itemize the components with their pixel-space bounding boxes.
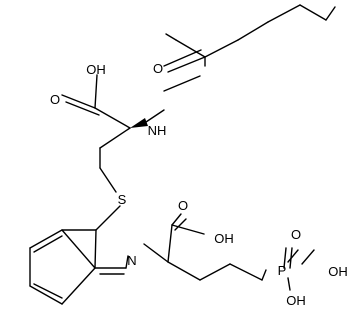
phosphono-chain [143, 213, 315, 291]
amide-nh-label: NH [148, 123, 167, 138]
isoindole-ring [29, 205, 129, 305]
pentanoyl-group [175, 4, 336, 58]
chain-acid-oh-label: OH [214, 231, 234, 246]
cysteine-backbone [61, 74, 165, 193]
cys-acid-o-label: O [50, 92, 60, 107]
amide-carbonyl [163, 33, 206, 73]
isoindole-n-label: N [127, 253, 136, 268]
cys-acid-oh-label: OH [86, 62, 106, 77]
amide-c-n-bond [163, 75, 201, 92]
atom-labels: OH O O NH S N O OH O P OH OH [50, 61, 348, 308]
amide-o-label: O [153, 61, 163, 76]
chain-acid-o-label: O [178, 198, 188, 213]
phos-o-label: O [291, 227, 301, 242]
wedge-bond [130, 118, 148, 128]
phos-oh-right-label: OH [328, 264, 348, 279]
phos-p-label: P [278, 263, 287, 278]
phos-oh-bottom-label: OH [286, 293, 306, 308]
thioether-s-label: S [118, 192, 127, 207]
